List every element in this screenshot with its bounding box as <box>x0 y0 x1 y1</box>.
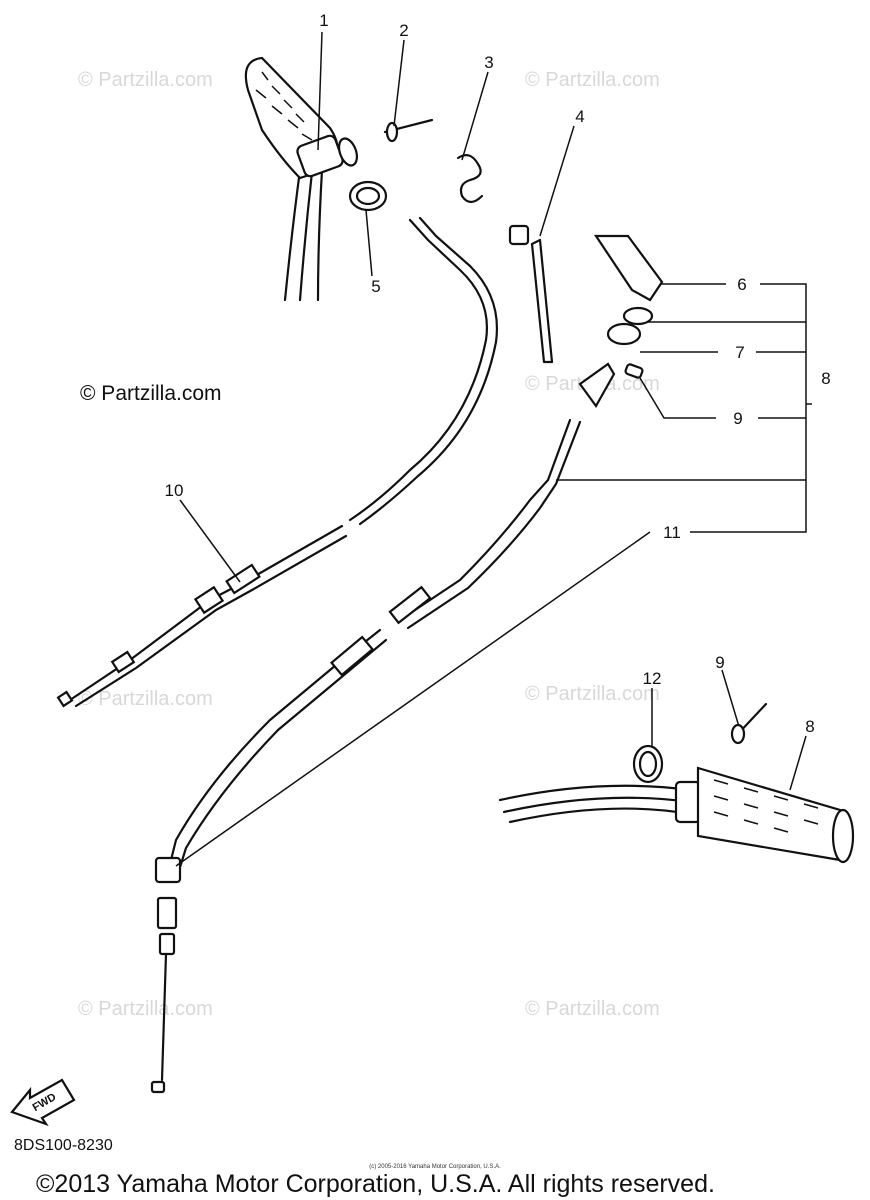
diagram-code: 8DS100-8230 <box>14 1137 113 1154</box>
callout-3: 8 <box>821 369 830 388</box>
fwd-arrow-icon: FWD <box>10 1078 76 1127</box>
watermark: © Partzilla.com <box>78 688 213 710</box>
cable-1 <box>56 216 498 708</box>
watermark: © Partzilla.com <box>525 683 660 705</box>
callout-8-lower: 8 <box>805 717 814 736</box>
callout-8: 1 <box>319 11 328 30</box>
callout-10: 12 <box>643 669 662 688</box>
right-handlebar-grip <box>498 702 855 864</box>
watermarks: © Partzilla.com © Partzilla.com © Partzi… <box>78 69 660 1020</box>
callout-1: 10 <box>165 481 184 500</box>
callout-4: 6 <box>737 275 746 294</box>
watermark-dark: © Partzilla.com <box>80 382 222 405</box>
cable-7 <box>150 362 616 1094</box>
throttle-parts <box>593 234 664 379</box>
collar <box>348 180 388 212</box>
callouts: 1 2 3 4 5 6 7 8 9 10 11 12 9 8 <box>165 11 831 736</box>
watermark: © Partzilla.com <box>525 69 660 91</box>
leader-lines <box>175 31 812 867</box>
screw-upper <box>383 118 434 143</box>
watermark: © Partzilla.com <box>78 69 213 91</box>
callout-2: 3 <box>484 53 493 72</box>
cable-tie <box>508 224 554 364</box>
callout-7: 11 <box>663 523 681 542</box>
callout-6: 7 <box>735 343 744 362</box>
left-handlebar-grip <box>244 56 359 302</box>
watermark: © Partzilla.com <box>78 998 213 1020</box>
clip <box>456 153 484 204</box>
watermark: © Partzilla.com <box>525 998 660 1020</box>
copyright: ©2013 Yamaha Motor Corporation, U.S.A. A… <box>36 1170 715 1198</box>
callout-12: 4 <box>575 107 584 126</box>
callout-9-lower: 9 <box>715 653 724 672</box>
callout-11: 5 <box>371 277 380 296</box>
callout-5: 9 <box>733 409 742 428</box>
callout-9: 2 <box>399 21 408 40</box>
small-copyright: (c) 2005-2016 Yamaha Motor Corporation, … <box>369 1164 501 1170</box>
